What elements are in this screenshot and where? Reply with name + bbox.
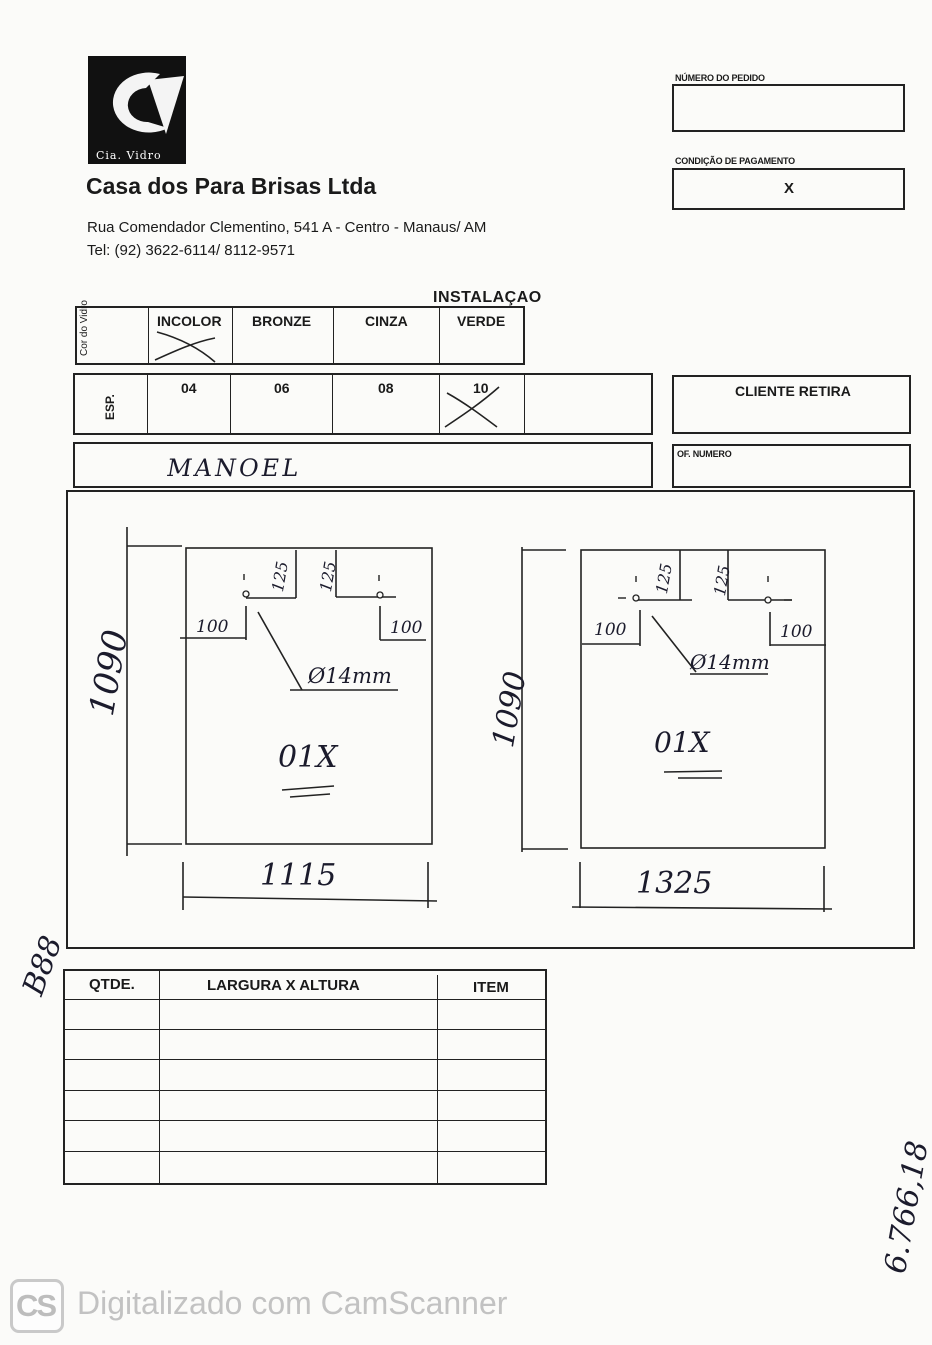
drawing-area: [66, 490, 915, 949]
order-number-label: NÚMERO DO PEDIDO: [675, 73, 765, 83]
logo-text: Cia. Vidro: [96, 149, 162, 162]
of-number-label: OF. NUMERO: [677, 449, 732, 459]
payment-condition-value: X: [784, 180, 795, 197]
color-option-incolor[interactable]: INCOLOR: [157, 313, 222, 329]
side-note: 6.766,18: [878, 1138, 932, 1277]
thickness-option-08[interactable]: 08: [378, 380, 394, 396]
company-phone: Tel: (92) 3622-6114/ 8112-9571: [87, 242, 295, 259]
table-header-item: ITEM: [473, 979, 509, 996]
client-pickup-box[interactable]: CLIENTE RETIRA: [672, 375, 911, 434]
selected-thickness-mark-icon: [444, 386, 500, 428]
payment-condition-label: CONDIÇÃO DE PAGAMENTO: [675, 156, 795, 166]
customer-name-field[interactable]: MANOEL: [73, 442, 653, 488]
customer-name: MANOEL: [164, 454, 304, 482]
drawing-2-width: 1325: [636, 866, 713, 901]
installation-label: INSTALAÇAO: [433, 289, 542, 306]
payment-condition-field[interactable]: X: [672, 168, 905, 210]
drawing-2-offset-side-right: 100: [780, 622, 813, 642]
thickness-row: ESP. 04 06 08 10: [73, 373, 653, 435]
camscanner-icon: CS: [10, 1279, 64, 1333]
drawing-1-offset-side-left: 100: [196, 617, 229, 637]
glass-color-label: Cor do Vidro: [79, 300, 90, 356]
of-number-field[interactable]: OF. NUMERO: [672, 444, 911, 488]
drawing-1-offset-side-right: 100: [390, 618, 423, 638]
watermark-text: Digitalizado com CamScanner: [77, 1285, 508, 1321]
glass-color-row: Cor do Vidro INCOLOR BRONZE CINZA VERDE: [75, 300, 525, 365]
drawing-2-offset-side-left: 100: [594, 620, 627, 640]
thickness-label: ESP.: [103, 394, 117, 420]
drawing-2-quantity: 01X: [654, 726, 710, 759]
company-address: Rua Comendador Clementino, 541 A - Centr…: [87, 219, 487, 236]
drawing-1-width: 1115: [260, 858, 337, 893]
logo-emblem-icon: [92, 72, 184, 162]
color-option-cinza[interactable]: CINZA: [365, 313, 408, 329]
table-header-size: LARGURA X ALTURA: [207, 977, 360, 994]
thickness-option-10[interactable]: 10: [473, 380, 489, 396]
color-option-verde[interactable]: VERDE: [457, 313, 506, 329]
thickness-option-04[interactable]: 04: [181, 380, 197, 396]
thickness-option-06[interactable]: 06: [274, 380, 290, 396]
color-option-bronze[interactable]: BRONZE: [252, 313, 312, 329]
company-name: Casa dos Para Brisas Ltda: [86, 173, 377, 199]
company-logo: Cia. Vidro: [88, 56, 186, 164]
table-header-qty: QTDE.: [89, 976, 135, 993]
order-number-field[interactable]: [672, 84, 905, 132]
margin-note: B88: [16, 931, 70, 1000]
drawing-2-hole-diameter: Ø14mm: [690, 650, 770, 674]
drawing-1-hole-diameter: Ø14mm: [308, 664, 392, 688]
selected-color-mark-icon: [154, 331, 216, 363]
client-pickup-label: CLIENTE RETIRA: [735, 383, 851, 399]
items-table: QTDE. LARGURA X ALTURA ITEM: [63, 969, 547, 1185]
drawing-1-quantity: 01X: [278, 740, 338, 775]
camscanner-icon-text: CS: [16, 1288, 57, 1323]
